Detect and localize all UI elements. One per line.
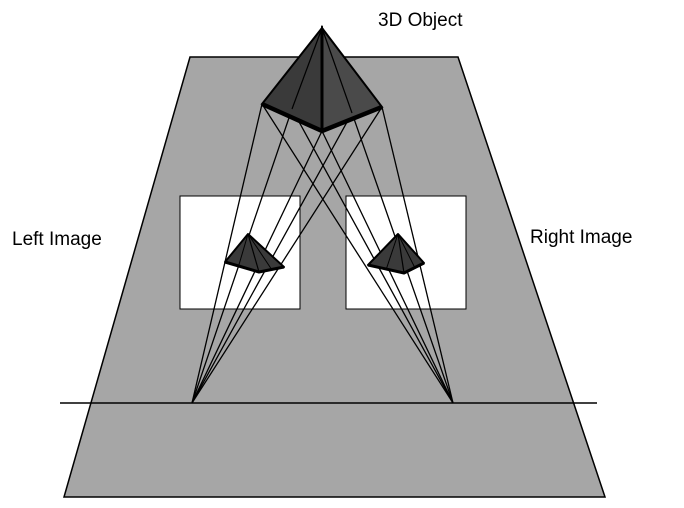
left-image-label: Left Image xyxy=(12,229,102,250)
right-image-pyramid xyxy=(367,233,425,275)
object-label: 3D Object xyxy=(378,10,463,31)
3d-object-pyramid xyxy=(260,25,384,134)
right-image-label: Right Image xyxy=(530,227,633,248)
left-image-pyramid xyxy=(224,233,285,274)
